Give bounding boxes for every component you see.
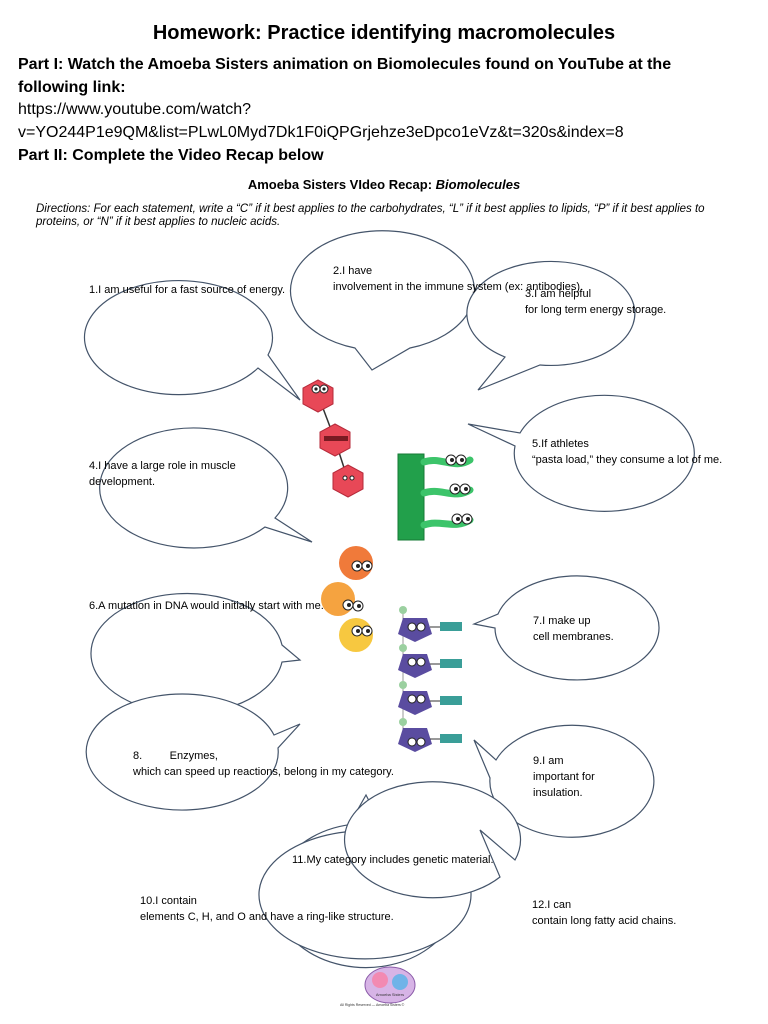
speech-bubble-12 xyxy=(343,781,522,899)
recap-title: Amoeba Sisters VIdeo Recap: Biomolecules xyxy=(0,177,768,192)
statement-1: 1.I am useful for a fast source of energ… xyxy=(89,282,285,298)
statement-7-line-1: 7.I make up xyxy=(533,615,591,627)
speech-bubble-6 xyxy=(90,592,302,715)
statement-12-line-1: 12.I can xyxy=(532,899,572,911)
statement-10-line-1: 10.I contain xyxy=(140,895,197,907)
statement-3: 3.I am helpful for long term energy stor… xyxy=(525,286,666,318)
statement-8-line-1: 8. Enzymes, xyxy=(133,750,218,762)
statement-2-line-1: 2.I have xyxy=(333,265,373,277)
carbohydrate-chain-illustration xyxy=(302,379,364,498)
statement-6-line-1: 6.A mutation in DNA would initially star… xyxy=(89,600,324,612)
statement-9-line-1: 9.I am xyxy=(533,755,564,767)
statement-5: 5.If athletes “pasta load,” they consume… xyxy=(532,436,722,468)
lipid-illustration xyxy=(398,606,462,752)
video-link-line2: v=YO244P1e9QM&list=PLwL0Myd7Dk1F0iQPGrje… xyxy=(18,124,624,141)
logo-text: Amoeba Sisters xyxy=(376,992,404,997)
amoeba-sisters-logo: Amoeba Sisters xyxy=(364,966,416,1004)
statement-5-line-1: 5.If athletes xyxy=(532,438,589,450)
statement-9: 9.I am important for insulation. xyxy=(533,753,595,801)
statement-1-line-1: 1.I am useful for a fast source of energ… xyxy=(89,284,286,296)
statement-4: 4.I have a large role in muscle developm… xyxy=(89,458,236,490)
statement-3-line-2: for long term energy storage. xyxy=(525,304,667,316)
statement-12-line-2: contain long fatty acid chains. xyxy=(532,915,677,927)
recap-title-prefix: Amoeba Sisters VIdeo Recap: xyxy=(247,177,436,192)
statement-8-line-2: which can speed up reactions, belong in … xyxy=(133,766,394,778)
directions: Directions: For each statement, write a … xyxy=(36,203,736,229)
speech-bubble-1 xyxy=(83,280,301,401)
statement-12: 12.I can contain long fatty acid chains. xyxy=(532,897,676,929)
statement-11-line-1: 11.My category includes genetic material… xyxy=(292,854,494,866)
speech-bubble-3 xyxy=(466,260,636,391)
statement-10-line-2: elements C, H, and O and have a ring-lik… xyxy=(140,911,394,923)
video-link-line1: https://www.youtube.com/watch? xyxy=(18,101,251,118)
part1-heading-line1: Part I: Watch the Amoeba Sisters animati… xyxy=(18,56,672,73)
recap-title-italic: Biomolecules xyxy=(435,177,521,192)
statement-5-line-2: “pasta load,” they consume a lot of me. xyxy=(532,454,723,466)
page-title: Homework: Practice identifying macromole… xyxy=(152,22,616,44)
statement-9-line-3: insulation. xyxy=(533,787,583,799)
protein-illustration xyxy=(397,453,474,541)
speech-bubble-7 xyxy=(471,575,660,681)
statement-4-line-2: development. xyxy=(89,476,156,488)
part2-heading: Part II: Complete the Video Recap below xyxy=(18,147,324,164)
statement-9-line-2: important for xyxy=(533,771,595,783)
nucleic-acid-illustration xyxy=(321,546,373,652)
speech-bubble-2 xyxy=(289,230,476,371)
directions-label: Directions xyxy=(36,203,88,215)
statement-2-line-2: involvement in the immune system (ex: an… xyxy=(333,281,584,293)
statement-10: 10.I contain elements C, H, and O and ha… xyxy=(140,893,394,925)
speech-bubble-8 xyxy=(85,693,301,811)
statement-4-line-1: 4.I have a large role in muscle xyxy=(89,460,236,472)
statement-6: 6.A mutation in DNA would initially star… xyxy=(89,598,324,614)
statement-8: 8. Enzymes, which can speed up reactions… xyxy=(133,748,394,780)
statement-7: 7.I make up cell membranes. xyxy=(533,613,614,645)
statement-3-line-1: 3.I am helpful xyxy=(525,288,592,300)
directions-text: : For each statement, write a “C” if it … xyxy=(36,203,705,228)
copyright-footer: All Rights Reserved — Amoeba Sisters © xyxy=(340,1003,405,1007)
statement-7-line-2: cell membranes. xyxy=(533,631,614,643)
speech-bubble-4 xyxy=(99,427,313,549)
statement-2: 2.I have involvement in the immune syste… xyxy=(333,263,583,295)
statement-11: 11.My category includes genetic material… xyxy=(292,852,506,868)
part1-heading-line2: following link: xyxy=(18,79,126,96)
speech-bubble-5 xyxy=(467,394,695,512)
